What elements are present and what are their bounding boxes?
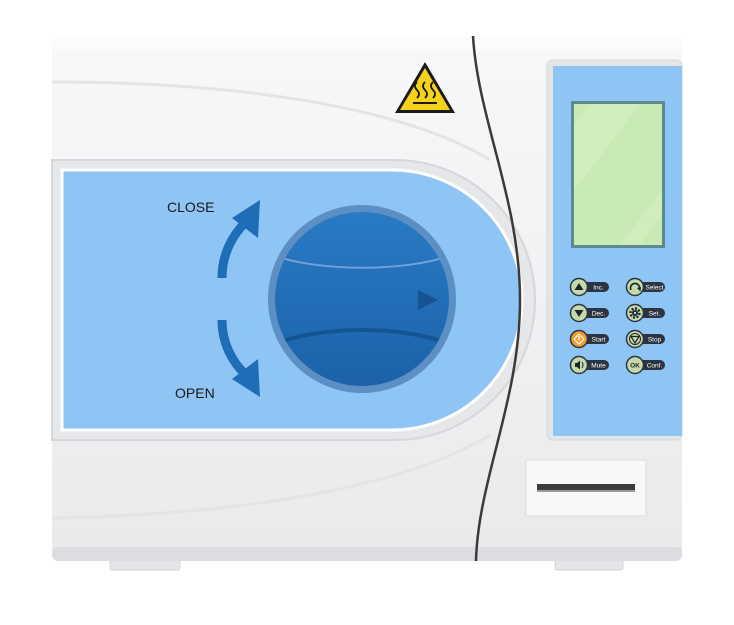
hot-surface-warning-icon — [395, 62, 455, 113]
button-label: Start — [592, 336, 606, 343]
button-mute[interactable]: Mute — [569, 355, 610, 375]
gear-icon — [629, 307, 641, 319]
speaker-icon — [575, 360, 584, 370]
triangle-up-icon — [574, 283, 584, 290]
open-arrow — [217, 319, 260, 397]
button-label: Dec. — [592, 310, 606, 317]
select-arrow-icon — [629, 282, 641, 292]
button-label: Set. — [649, 310, 661, 317]
button-conf[interactable]: OK Conf. — [625, 355, 666, 375]
lcd-screen — [571, 101, 665, 248]
ok-icon: OK — [630, 362, 640, 369]
triangle-down-icon — [574, 310, 584, 317]
knob-indicator-icon — [418, 290, 438, 310]
button-label: Mute — [591, 362, 606, 369]
button-start[interactable]: Start — [569, 329, 610, 349]
open-label: OPEN — [175, 385, 215, 401]
power-icon — [573, 333, 585, 345]
button-inc[interactable]: Inc. — [569, 277, 610, 297]
body-top-strip — [52, 36, 682, 50]
button-label: Stop — [648, 336, 662, 343]
door-knob[interactable] — [268, 205, 456, 393]
door-top-curve — [51, 80, 491, 162]
button-stop[interactable]: Stop — [625, 329, 666, 349]
body-bottom-strip — [52, 547, 682, 561]
button-label: Conf. — [647, 362, 663, 369]
printer-slot — [525, 459, 647, 517]
close-label: CLOSE — [167, 199, 214, 215]
stop-triangle-icon — [629, 333, 641, 345]
door-seam — [471, 35, 522, 562]
door-bottom-curve — [51, 433, 491, 520]
close-arrow — [217, 200, 260, 279]
button-dec[interactable]: Dec. — [569, 303, 610, 323]
button-select[interactable]: Select — [625, 277, 666, 297]
ok-icon-text: OK — [630, 362, 640, 369]
button-label: Inc. — [593, 284, 604, 291]
button-label: Select — [645, 284, 663, 291]
button-set[interactable]: Set. — [625, 303, 666, 323]
